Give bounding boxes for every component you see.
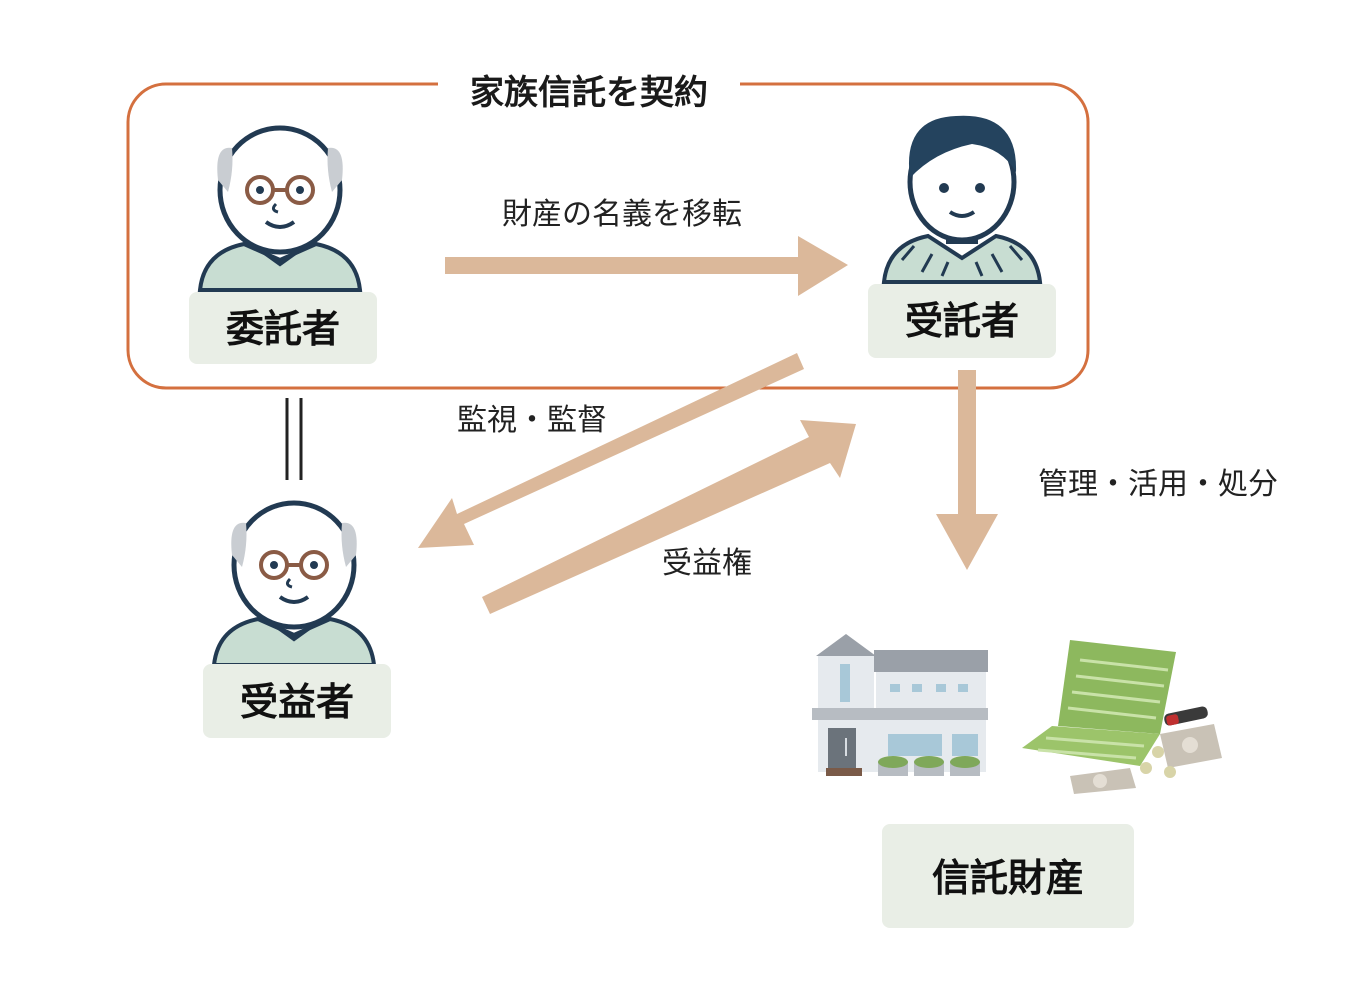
manage-arrow (936, 370, 998, 570)
trustee-icon (881, 115, 1043, 284)
beneficial-interest-label: 受益権 (662, 546, 752, 581)
manage-label: 管理・活用・処分 (1038, 467, 1278, 502)
trustee-label: 受託者 (905, 299, 1019, 343)
transfer-arrow (445, 236, 848, 296)
settlor-label-box (189, 292, 377, 364)
beneficial-interest-arrow (482, 420, 856, 614)
settlor-label: 委託者 (226, 307, 340, 351)
transfer-label: 財産の名義を移転 (502, 197, 742, 232)
bankbook-cash-icon (1022, 640, 1222, 794)
house-icon (812, 634, 988, 776)
supervision-arrow (418, 353, 804, 548)
trustee-label-box (868, 284, 1056, 358)
beneficiary-label: 受益者 (240, 680, 354, 724)
settlor-icon (197, 125, 363, 292)
property-label: 信託財産 (932, 856, 1084, 900)
beneficiary-label-box (203, 664, 391, 738)
supervision-label: 監視・監督 (457, 403, 607, 438)
beneficiary-icon (211, 500, 377, 667)
property-label-box (882, 824, 1134, 928)
equals-mark (285, 398, 303, 480)
contract-title: 家族信託を契約 (470, 73, 708, 113)
